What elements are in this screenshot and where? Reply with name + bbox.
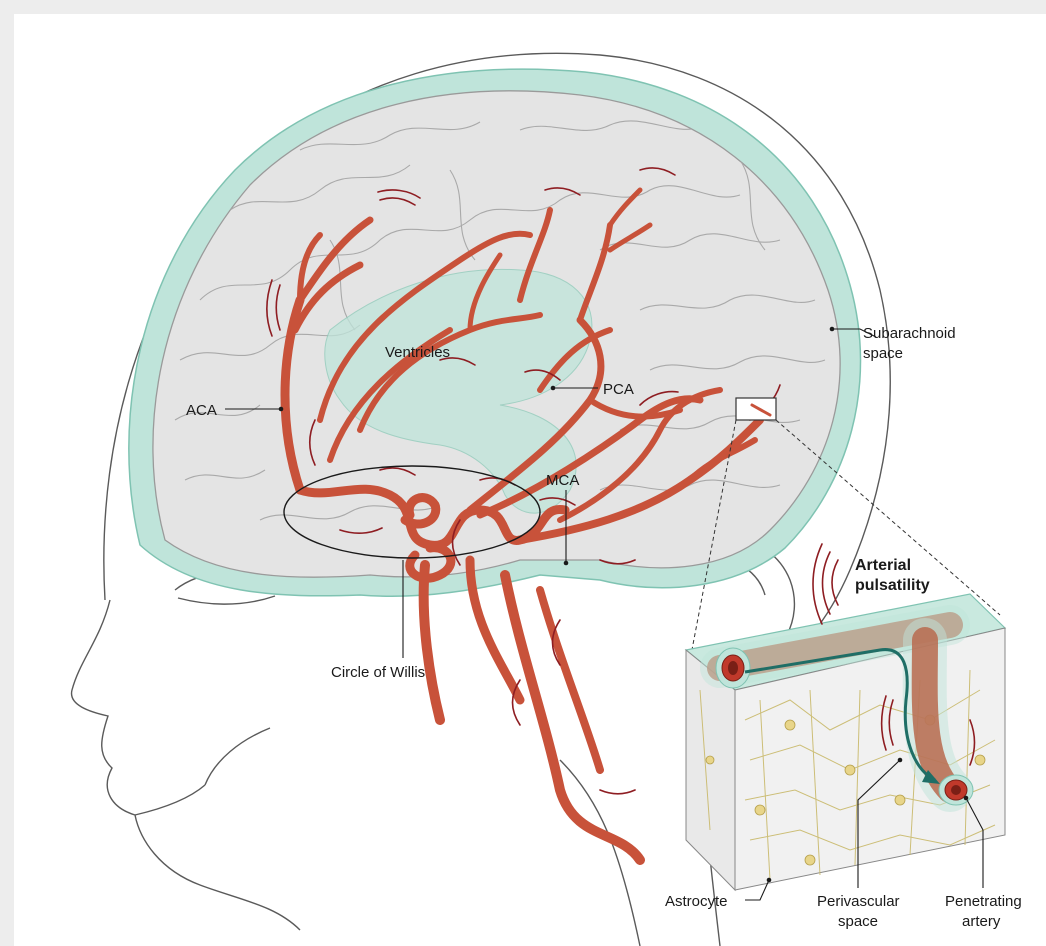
label-aca: ACA — [186, 402, 217, 419]
label-subarachnoid-line2: space — [863, 345, 903, 362]
label-perivascular-line1: Perivascular — [817, 893, 900, 910]
label-perivascular-line2: space — [838, 913, 878, 930]
label-pca: PCA — [603, 381, 634, 398]
label-subarachnoid-line1: Subarachnoid — [863, 325, 956, 342]
pulsatility-icon — [813, 544, 838, 624]
perivascular-inset — [686, 594, 1005, 890]
label-penetrating-line1: Penetrating — [945, 893, 1022, 910]
label-circle-of-willis: Circle of Willis — [331, 664, 425, 681]
label-ventricles: Ventricles — [385, 344, 450, 361]
label-astrocyte: Astrocyte — [665, 893, 728, 910]
label-mca: MCA — [546, 472, 579, 489]
label-arterial-pulsatility-line1: Arterial — [855, 557, 911, 574]
label-arterial-pulsatility-line2: pulsatility — [855, 577, 930, 594]
label-penetrating-line2: artery — [962, 913, 1001, 930]
